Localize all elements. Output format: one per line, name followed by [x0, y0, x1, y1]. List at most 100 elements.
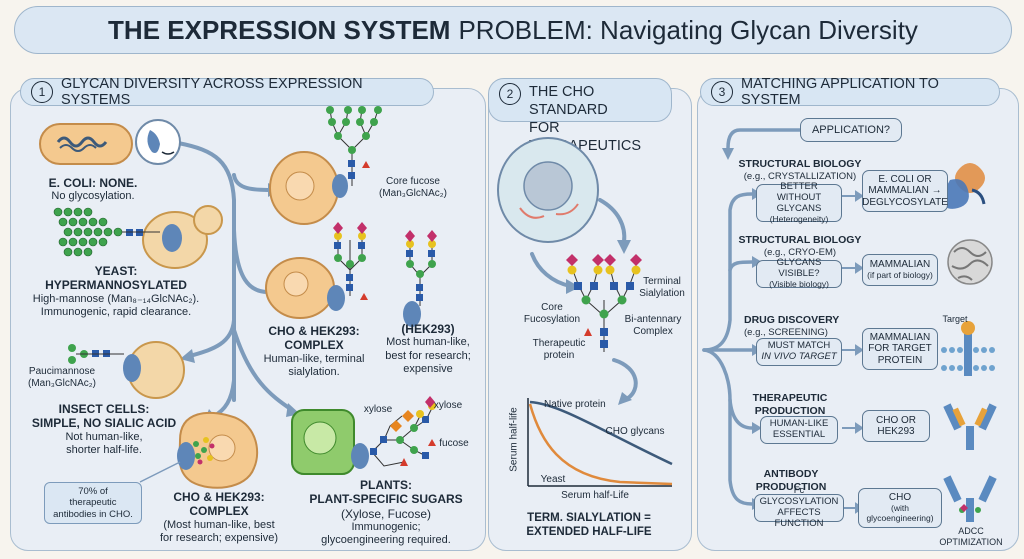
hek-desc2: best for research;: [385, 349, 471, 362]
native-protein-curve: [529, 400, 673, 466]
row5-res3: glycoengineering): [866, 512, 934, 523]
stat-line3: antibodies in CHO.: [53, 508, 133, 520]
bi-antennary-l1: Bi-antennary: [624, 314, 682, 325]
therapeutic-protein-l1: Therapeutic: [532, 338, 586, 349]
row3-crit2: IN VIVO TARGET: [761, 351, 837, 362]
row3-res3: PROTEIN: [877, 354, 923, 366]
ecoli-name: E. COLI: NONE.: [48, 176, 138, 190]
row3-result: MAMMALIAN FOR TARGET PROTEIN: [862, 328, 938, 370]
row1-title-text: STRUCTURAL BIOLOGY: [738, 158, 862, 170]
row1-result: E. COLI OR MAMMALIAN → DEGLYCOSYLATE: [862, 170, 948, 212]
row4-title: THERAPEUTIC PRODUCTION: [740, 392, 840, 417]
panel2-heading-1: THE CHO STANDARD: [529, 84, 608, 119]
terminal-sialylation-label: Terminal Sialylation: [632, 276, 692, 300]
row2-sub: (e.g., CRYO-EM): [763, 246, 837, 258]
core-fucose-formula: (Man₃GlcNAc₂): [379, 188, 447, 199]
conclusion-l2: EXTENDED HALF-LIFE: [526, 525, 652, 538]
adcc-l2: OPTIMIZATION: [939, 536, 1003, 547]
row1-res1: E. COLI OR: [878, 173, 932, 185]
row2-criterion: GLYCANS VISIBLE? (Visible biology): [756, 257, 842, 290]
row5-title: ANTIBODY PRODUCTION: [744, 468, 838, 493]
yeast-desc1: High-mannose (Man₈₋₁₄GlcNAc₂).: [32, 292, 200, 305]
row5-crit1: Fc GLYCOSYLATION: [759, 485, 839, 508]
row4-crit1: HUMAN-LIKE: [769, 418, 829, 430]
row4-res2: HEK293: [877, 426, 915, 437]
yeast-chart-label: Yeast: [540, 474, 566, 485]
cho-antibody-stat: 70% of therapeutic antibodies in CHO.: [44, 482, 142, 524]
cho-bottom-label: CHO & HEK293: COMPLEX (Most human-like, …: [154, 490, 284, 545]
chart-xlabel: Serum half-Life: [561, 490, 629, 501]
terminal-l1: Terminal: [643, 276, 681, 287]
insect-desc2: shorter half-life.: [66, 443, 142, 456]
row4-criterion: HUMAN-LIKE ESSENTIAL: [760, 416, 838, 444]
antibody-adcc-icon: [943, 475, 997, 522]
plants-label: PLANTS: PLANT-SPECIFIC SUGARS (Xylose, F…: [296, 478, 476, 548]
paucimannose-label: Paucimannose (Man₃GlcNAc₂): [22, 366, 102, 390]
cho-complex-name2: COMPLEX: [284, 338, 344, 353]
adcc-l1: ADCC: [958, 526, 984, 536]
panel3-number: 3: [711, 81, 733, 103]
row1-criterion: BETTER WITHOUT GLYCANS (Heterogeneity): [756, 180, 842, 223]
row5-title-text: ANTIBODY: [763, 468, 819, 480]
ecoli-cell-icon: [39, 123, 133, 165]
row3-title: DRUG DISCOVERY (e.g., SCREENING): [744, 314, 844, 338]
panel1-number: 1: [31, 81, 53, 103]
cho-bottom-desc1: (Most human-like, best: [163, 518, 275, 531]
yeast-curve: [528, 403, 673, 486]
cryo-em-structure-icon: [947, 239, 993, 285]
stat-line1: 70% of: [78, 486, 108, 497]
row5-title2: PRODUCTION: [755, 480, 827, 493]
antibody-icon: [943, 403, 997, 450]
conclusion-l1: TERM. SIALYLATION =: [527, 512, 651, 524]
row1-crit1: BETTER WITHOUT: [776, 180, 822, 203]
insect-name2: SIMPLE, NO SIALIC ACID: [31, 416, 177, 431]
insect-desc1: Not human-like,: [65, 430, 143, 443]
paucimannose-name: Paucimannose: [28, 366, 96, 377]
panel1-header: 1 GLYCAN DIVERSITY ACROSS EXPRESSION SYS…: [20, 76, 434, 108]
ecoli-desc: No glycosylation.: [51, 190, 135, 203]
row2-title-text: STRUCTURAL BIOLOGY: [738, 234, 862, 246]
row5-criterion: Fc GLYCOSYLATION AFFECTS FUNCTION: [754, 485, 844, 529]
row3-criterion: MUST MATCH IN VIVO TARGET: [756, 338, 842, 366]
row2-crit1: GLYCANS VISIBLE?: [776, 257, 822, 280]
core-fucose-name: Core fucose: [386, 176, 440, 187]
half-life-chart: [527, 398, 673, 487]
row2-crit2: (Visible biology): [769, 279, 829, 290]
application-node: APPLICATION?: [800, 118, 902, 142]
cho-complex-label: CHO & HEK293: COMPLEX Human-like, termin…: [254, 324, 374, 379]
row1-title: STRUCTURAL BIOLOGY (e.g., CRYSTALLIZATIO…: [730, 158, 870, 182]
row1-sub: (e.g., CRYSTALLIZATION): [743, 170, 857, 182]
application-label: APPLICATION?: [811, 123, 891, 136]
core-fucosylation-l2: Fucosylation: [523, 314, 581, 325]
stat-line2: therapeutic: [69, 497, 117, 509]
row3-res1: MAMMALIAN: [869, 331, 931, 343]
membrane-target-icon: [941, 321, 995, 376]
terminal-l2: Sialylation: [639, 288, 685, 299]
page-title: THE EXPRESSION SYSTEM PROBLEM: Navigatin…: [14, 6, 1012, 54]
row5-result: CHO (with glycoengineering): [858, 488, 942, 528]
row4-crit2: ESSENTIAL: [772, 429, 826, 440]
ecoli-label: E. COLI: NONE. No glycosylation.: [28, 176, 158, 204]
bi-antennary-label: Bi-antennary Complex: [616, 314, 690, 338]
paucimannose-formula: (Man₃GlcNAc₂): [28, 378, 96, 389]
cho-bottom-name: CHO & HEK293:: [173, 490, 265, 504]
cho-glycans-label: CHO glycans: [605, 426, 665, 437]
therapeutic-protein-l2: protein: [543, 350, 575, 361]
row4-title2: PRODUCTION: [754, 404, 826, 417]
yeast-desc2: Immunogenic, rapid clearance.: [40, 305, 192, 318]
native-protein-label: Native protein: [544, 399, 606, 410]
row3-sub: (e.g., SCREENING): [744, 326, 828, 338]
row1-res2: MAMMALIAN →: [868, 185, 942, 197]
panel3-heading: MATCHING APPLICATION TO SYSTEM: [741, 76, 939, 108]
plants-desc1: Immunogenic;: [351, 521, 421, 534]
panel3-header: 3 MATCHING APPLICATION TO SYSTEM: [700, 76, 1000, 108]
row4-result: CHO OR HEK293: [862, 410, 930, 442]
yeast-name: YEAST:: [94, 264, 138, 278]
cho-bottom-name2: COMPLEX: [189, 504, 249, 519]
insect-name: INSECT CELLS:: [58, 402, 150, 416]
row2-res2: (if part of biology): [867, 269, 933, 280]
hek-label: (HEK293) Most human-like, best for resea…: [378, 322, 478, 376]
cho-complex-name: CHO & HEK293:: [268, 324, 360, 338]
